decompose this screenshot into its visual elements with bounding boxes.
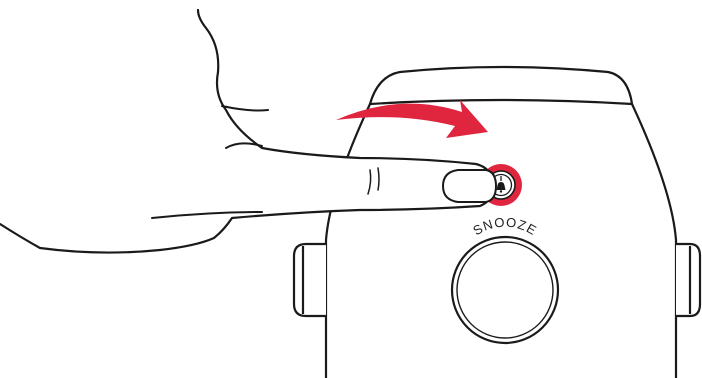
- fingernail: [441, 169, 498, 203]
- hand-pressing-button: [0, 8, 496, 254]
- finger-outlines: [151, 105, 269, 219]
- knuckle-creases: [367, 167, 380, 195]
- power-bell-icon: [496, 176, 506, 193]
- alarm-clock-body: [324, 65, 678, 378]
- snooze-button[interactable]: [450, 235, 560, 345]
- left-side-knob: [292, 242, 326, 318]
- curved-arrow-icon: [336, 100, 488, 138]
- right-side-knob: [676, 242, 702, 318]
- snooze-label: SNOOZE: [470, 215, 539, 239]
